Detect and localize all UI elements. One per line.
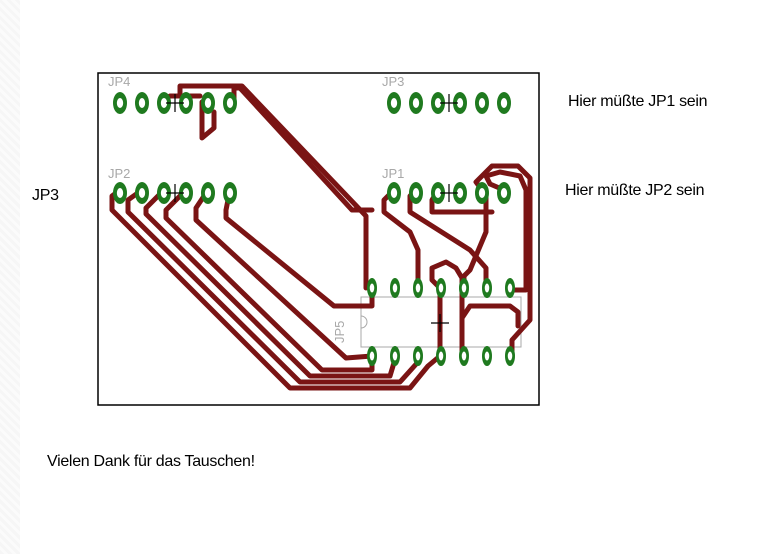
jp3-label: JP3 <box>382 74 404 89</box>
pad <box>505 346 515 366</box>
pad <box>367 346 377 366</box>
trace <box>407 187 489 291</box>
origin-cross <box>440 184 458 202</box>
pad <box>505 278 515 298</box>
pad <box>223 92 237 114</box>
note-jp1: Hier müßte JP1 sein <box>568 93 708 110</box>
pad <box>497 182 511 204</box>
pad <box>387 92 401 114</box>
origin-cross <box>440 94 458 112</box>
marks <box>113 92 515 366</box>
pad <box>431 92 445 114</box>
trace <box>231 83 369 291</box>
pad <box>135 182 149 204</box>
pad <box>201 92 215 114</box>
trace <box>223 187 375 309</box>
pad <box>390 346 400 366</box>
pad <box>482 346 492 366</box>
origin-cross <box>431 314 449 332</box>
pad <box>475 92 489 114</box>
left-jp3-label: JP3 <box>32 187 59 204</box>
pad <box>436 346 446 366</box>
trace <box>381 187 421 291</box>
pad <box>201 182 215 204</box>
pad <box>459 278 469 298</box>
trace <box>193 187 375 361</box>
trace <box>473 163 533 359</box>
pad <box>157 182 171 204</box>
pad <box>409 182 423 204</box>
pad <box>409 92 423 114</box>
pad <box>413 278 423 298</box>
pad <box>157 92 171 114</box>
origin-cross <box>166 94 184 112</box>
trace <box>109 187 443 391</box>
pad <box>113 92 127 114</box>
ic-notch <box>360 315 368 329</box>
pad <box>436 278 446 298</box>
pad <box>475 182 489 204</box>
pad <box>223 182 237 204</box>
jp2-label: JP2 <box>108 166 130 181</box>
pad <box>413 346 423 366</box>
pad <box>179 92 193 114</box>
thanks-note: Vielen Dank für das Tauschen! <box>47 453 255 470</box>
trace <box>199 99 217 141</box>
trace <box>429 259 521 329</box>
pad <box>113 182 127 204</box>
pad <box>497 92 511 114</box>
jp1-label: JP1 <box>382 166 404 181</box>
pad <box>387 182 401 204</box>
trace <box>143 187 399 379</box>
pad <box>453 182 467 204</box>
jp5-label: JP5 <box>332 321 347 343</box>
trace <box>461 187 489 291</box>
trace <box>163 187 375 373</box>
pad <box>367 278 377 298</box>
origin-cross <box>166 184 184 202</box>
note-jp2: Hier müßte JP2 sein <box>565 182 705 199</box>
pad <box>390 278 400 298</box>
pad <box>459 346 469 366</box>
pad <box>482 278 492 298</box>
trace <box>483 169 529 293</box>
pad <box>453 92 467 114</box>
page-edge-shadow <box>0 0 20 554</box>
traces <box>109 83 533 391</box>
pad <box>135 92 149 114</box>
pad <box>431 182 445 204</box>
pad <box>179 182 193 204</box>
jp4-label: JP4 <box>108 74 130 89</box>
board-outline <box>97 72 540 406</box>
